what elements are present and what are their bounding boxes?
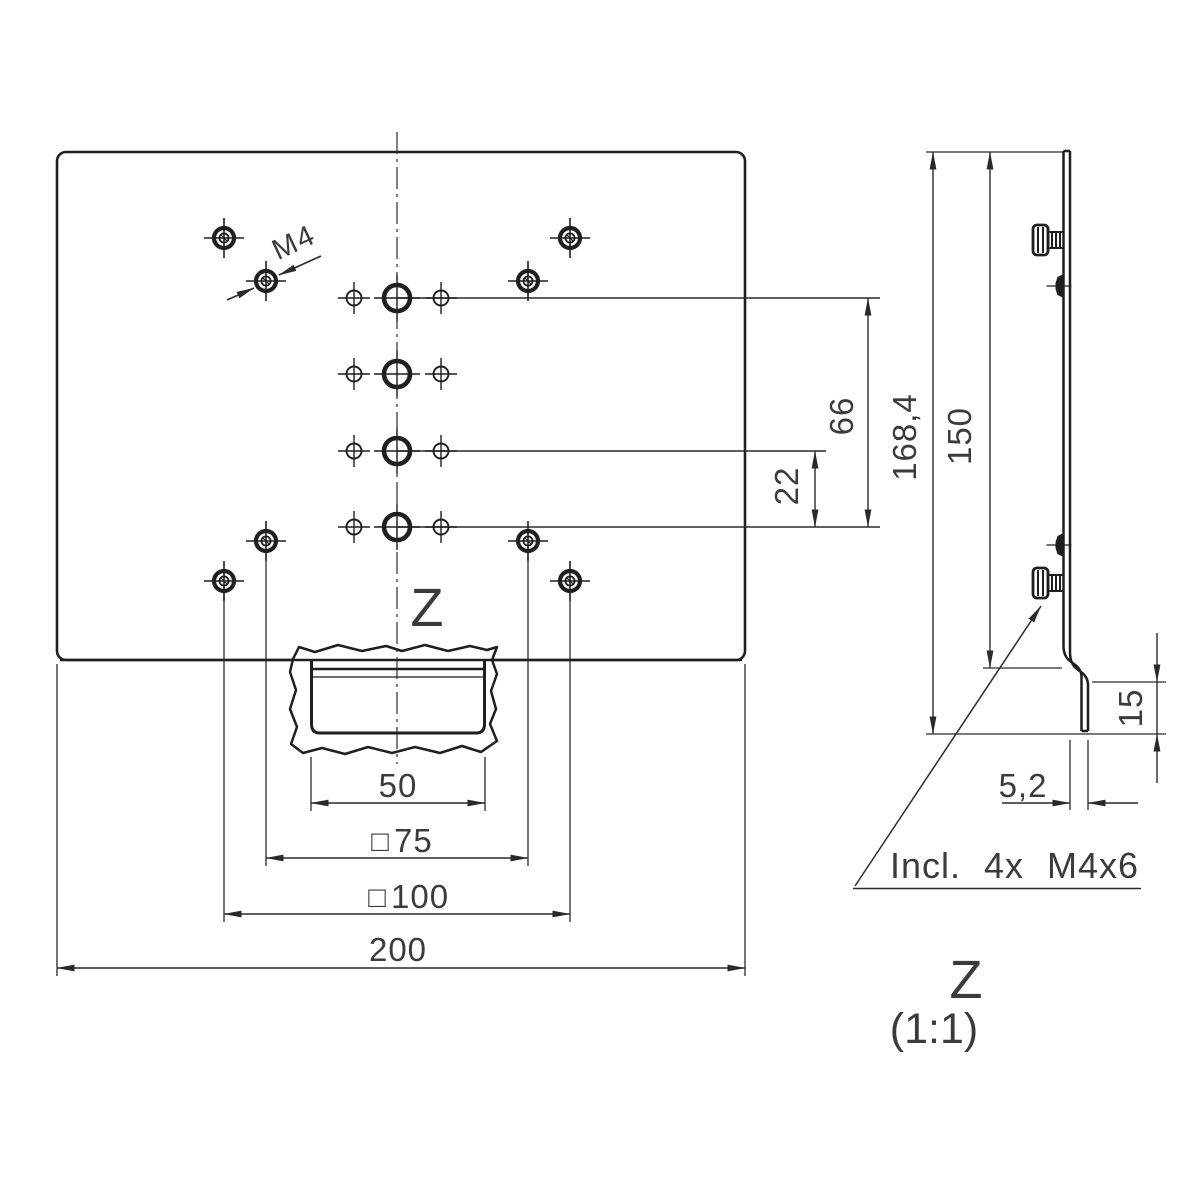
dim-plate-width: 200	[369, 931, 427, 968]
dim-hole-offset: 22	[768, 467, 805, 506]
clip-nut	[1045, 273, 1073, 299]
detail-view-label: Z	[950, 950, 983, 1010]
dim-vesa75: 75	[394, 822, 433, 859]
side-view	[1031, 149, 1090, 733]
dim-plate-height: 150	[941, 407, 978, 465]
break-line	[288, 643, 499, 756]
detail-marker-label: Z	[411, 578, 444, 638]
mounting-plate-outline	[55, 150, 747, 662]
note-included-screws-label: Incl. 4x M4x6	[890, 845, 1139, 886]
square-symbol: □	[371, 826, 389, 858]
slot-profile	[310, 660, 486, 735]
detail-view-scale: (1:1)	[890, 1005, 978, 1053]
m4-screw	[1031, 566, 1065, 600]
clip-nut	[1045, 532, 1073, 558]
dim-slot-width: 50	[379, 767, 418, 804]
side-plate-front-face	[1062, 151, 1083, 731]
dim-overall-height: 168,4	[886, 393, 923, 481]
front-dimensions-right	[811, 297, 872, 528]
square-symbol: □	[368, 882, 386, 914]
front-dimensions-bottom	[56, 554, 746, 976]
side-plate-back-face	[1068, 151, 1090, 731]
side-dimensions	[926, 151, 1166, 810]
included-screws-note: Incl. 4x M4x6	[853, 605, 1141, 890]
front-dimension-labels-bottom: 50 □ 75 □ 100 200	[368, 767, 449, 968]
front-view: M4 Z	[55, 132, 880, 764]
detail-view-title: Z (1:1)	[890, 950, 983, 1053]
dim-foot-offset: 5,2	[999, 767, 1048, 804]
m4-screw	[1031, 223, 1065, 257]
dim-vesa100: 100	[391, 878, 449, 915]
dim-hole-span: 66	[823, 397, 860, 436]
dim-foot-height: 15	[1112, 689, 1149, 728]
detail-z-breakout	[60, 643, 742, 756]
